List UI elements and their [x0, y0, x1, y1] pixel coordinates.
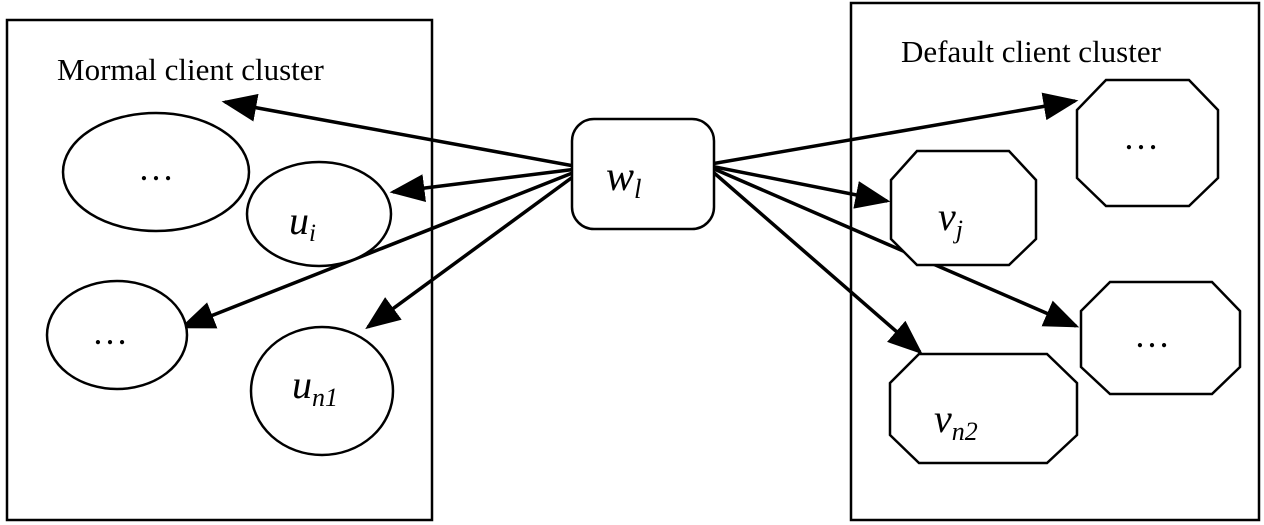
svg-text:…: … [138, 148, 174, 188]
normal-node-un1: un1 [249, 325, 395, 457]
edge-hub-to-default-bottom [704, 163, 1080, 328]
edge-hub-to-default-vn2 [703, 163, 923, 355]
default-node-dots-top: … [1075, 78, 1220, 208]
normal-node-ui: ui [245, 160, 393, 268]
hub-node: wl [570, 117, 716, 231]
normal-node-dots-top: … [61, 111, 251, 233]
normal-cluster-title: Mormal client cluster [57, 52, 325, 87]
edge-hub-to-default-top [704, 92, 1079, 167]
default-node-vn2: vn2 [888, 352, 1079, 465]
default-node-dots-bottom: … [1079, 280, 1242, 396]
hub-label: wl [606, 154, 642, 204]
default-node-vn2-label: vn2 [934, 396, 978, 446]
default-node-vj: vj [889, 149, 1038, 267]
edge-hub-to-normal-ui [389, 166, 586, 202]
default-cluster-title: Default client cluster [901, 34, 1162, 69]
edge-hub-to-default-vj [704, 163, 891, 209]
svg-text:…: … [92, 312, 128, 352]
edge-hub-to-normal-un1 [365, 166, 587, 330]
edge-hub-to-normal-bottom [179, 166, 586, 329]
svg-text:…: … [1123, 117, 1159, 157]
normal-node-un1-label: un1 [292, 362, 338, 412]
svg-text:…: … [1134, 315, 1170, 355]
normal-node-dots-bottom: … [45, 279, 189, 391]
normal-cluster-frame [5, 18, 434, 522]
edge-hub-to-normal-top [221, 93, 586, 170]
normal-node-ui-label: ui [289, 198, 316, 247]
default-node-vj-label: vj [938, 194, 963, 244]
